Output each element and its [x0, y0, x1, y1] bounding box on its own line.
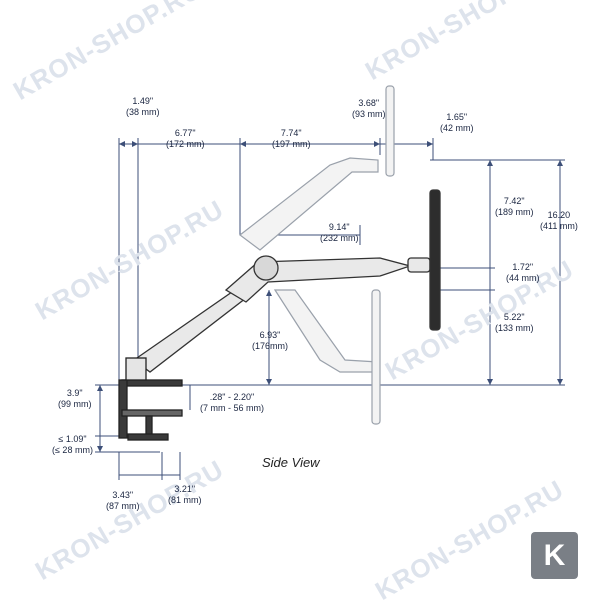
- dim-label: 9.14"(232 mm): [320, 222, 359, 243]
- dim-label: 5.22"(133 mm): [495, 312, 534, 333]
- dim-label: ≤ 1.09"(≤ 28 mm): [52, 434, 93, 455]
- dimension-lines: [95, 138, 565, 480]
- dim-label: 3.21"(81 mm): [168, 484, 202, 505]
- dim-label: 3.9"(99 mm): [58, 388, 92, 409]
- dim-label: 7.74"(197 mm): [272, 128, 311, 149]
- view-caption: Side View: [262, 455, 320, 470]
- dim-label: 1.72"(44 mm): [506, 262, 540, 283]
- dim-label: 6.93"(176mm): [252, 330, 289, 351]
- desk-clamp: [118, 357, 183, 441]
- dim-label: 16.20(411 mm): [540, 210, 578, 231]
- dim-label: .28" - 2.20"(7 mm - 56 mm): [200, 392, 264, 413]
- dim-label: 1.49"(38 mm): [126, 96, 160, 117]
- ghost-arm-positions: [239, 85, 395, 425]
- dim-label: 6.77"(172 mm): [166, 128, 205, 149]
- arrowheads: [97, 141, 563, 452]
- kron-shop-logo: K: [531, 532, 578, 579]
- dim-label: 1.65"(42 mm): [440, 112, 474, 133]
- dim-label: 7.42"(189 mm): [495, 196, 534, 217]
- dim-label: 3.43"(87 mm): [106, 490, 140, 511]
- monitor-arm: [132, 189, 441, 373]
- dim-label: 3.68"(93 mm): [352, 98, 386, 119]
- logo-letter: K: [543, 539, 566, 572]
